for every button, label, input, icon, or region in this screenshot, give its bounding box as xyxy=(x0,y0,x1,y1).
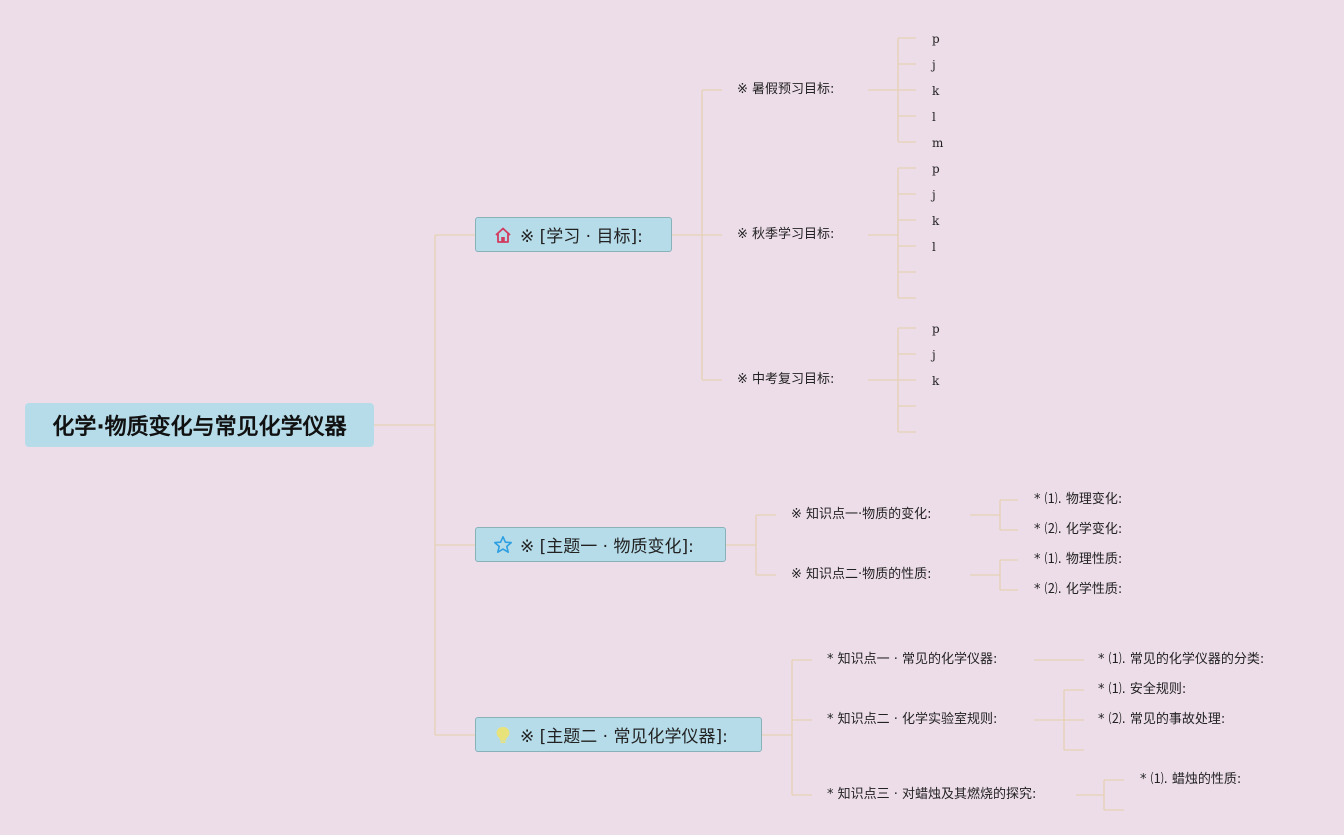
subtopic-label: ※ 中考复习目标: xyxy=(737,372,835,387)
subtopic-matter-change[interactable]: ※ 知识点一·物质的变化: xyxy=(791,506,932,524)
leaf-item[interactable]: k xyxy=(932,84,940,98)
lightbulb-icon xyxy=(492,724,514,746)
subtopic-label: ※ 秋季学习目标: xyxy=(737,227,835,242)
subtopic-label: * 知识点一 · 常见的化学仪器: xyxy=(827,652,998,667)
star-icon xyxy=(492,534,514,556)
topic-theme-two-lab-instruments[interactable]: ※ [主题二 · 常见化学仪器]: xyxy=(475,717,762,752)
leaf-item[interactable]: j xyxy=(932,348,936,362)
root-topic[interactable]: 化学·物质变化与常见化学仪器 xyxy=(25,403,374,447)
leaf-item[interactable]: k xyxy=(932,374,940,388)
subtopic-summer-preview[interactable]: ※ 暑假预习目标: xyxy=(737,81,834,99)
subtopic-autumn-study[interactable]: ※ 秋季学习目标: xyxy=(737,226,834,244)
point-candle-property[interactable]: * ⑴. 蜡烛的性质: xyxy=(1140,772,1242,787)
point-physical-change[interactable]: * ⑴. 物理变化: xyxy=(1034,492,1123,507)
leaf-item[interactable]: p xyxy=(932,32,940,46)
leaf-item[interactable]: j xyxy=(932,58,936,72)
subtopic-label: ※ 暑假预习目标: xyxy=(737,82,835,97)
topic-theme-one-matter-change[interactable]: ※ [主题一 · 物质变化]: xyxy=(475,527,726,562)
subtopic-label: ※ 知识点二·物质的性质: xyxy=(791,567,932,582)
subtopic-matter-property[interactable]: ※ 知识点二·物质的性质: xyxy=(791,566,932,584)
topic-label: ※ [主题二 · 常见化学仪器]: xyxy=(520,727,728,747)
leaf-item[interactable]: p xyxy=(932,162,940,176)
topic-study-goals[interactable]: ※ [学习 · 目标]: xyxy=(475,217,672,252)
leaf-item[interactable]: p xyxy=(932,322,940,336)
leaf-item[interactable]: l xyxy=(932,240,936,254)
point-accident-handling[interactable]: * ⑵. 常见的事故处理: xyxy=(1098,712,1226,727)
point-chemical-property[interactable]: * ⑵. 化学性质: xyxy=(1034,582,1123,597)
topic-label: ※ [主题一 · 物质变化]: xyxy=(520,537,694,557)
subtopic-label: * 知识点三 · 对蜡烛及其燃烧的探究: xyxy=(827,787,1037,802)
subtopic-label: ※ 知识点一·物质的变化: xyxy=(791,507,932,522)
root-title: 化学·物质变化与常见化学仪器 xyxy=(52,415,347,440)
point-chemical-change[interactable]: * ⑵. 化学变化: xyxy=(1034,522,1123,537)
point-safety-rules[interactable]: * ⑴. 安全规则: xyxy=(1098,682,1187,697)
subtopic-exam-review[interactable]: ※ 中考复习目标: xyxy=(737,371,834,389)
leaf-item[interactable]: l xyxy=(932,110,936,124)
point-physical-property[interactable]: * ⑴. 物理性质: xyxy=(1034,552,1123,567)
subtopic-candle-inquiry[interactable]: * 知识点三 · 对蜡烛及其燃烧的探究: xyxy=(827,786,1036,804)
subtopic-label: * 知识点二 · 化学实验室规则: xyxy=(827,712,998,727)
subtopic-lab-rules[interactable]: * 知识点二 · 化学实验室规则: xyxy=(827,711,997,729)
point-instrument-classification[interactable]: * ⑴. 常见的化学仪器的分类: xyxy=(1098,652,1265,667)
leaf-item[interactable]: m xyxy=(932,136,944,150)
subtopic-common-instruments[interactable]: * 知识点一 · 常见的化学仪器: xyxy=(827,651,997,669)
house-icon xyxy=(492,224,514,246)
topic-label: ※ [学习 · 目标]: xyxy=(520,227,643,247)
leaf-item[interactable]: j xyxy=(932,188,936,202)
leaf-item[interactable]: k xyxy=(932,214,940,228)
